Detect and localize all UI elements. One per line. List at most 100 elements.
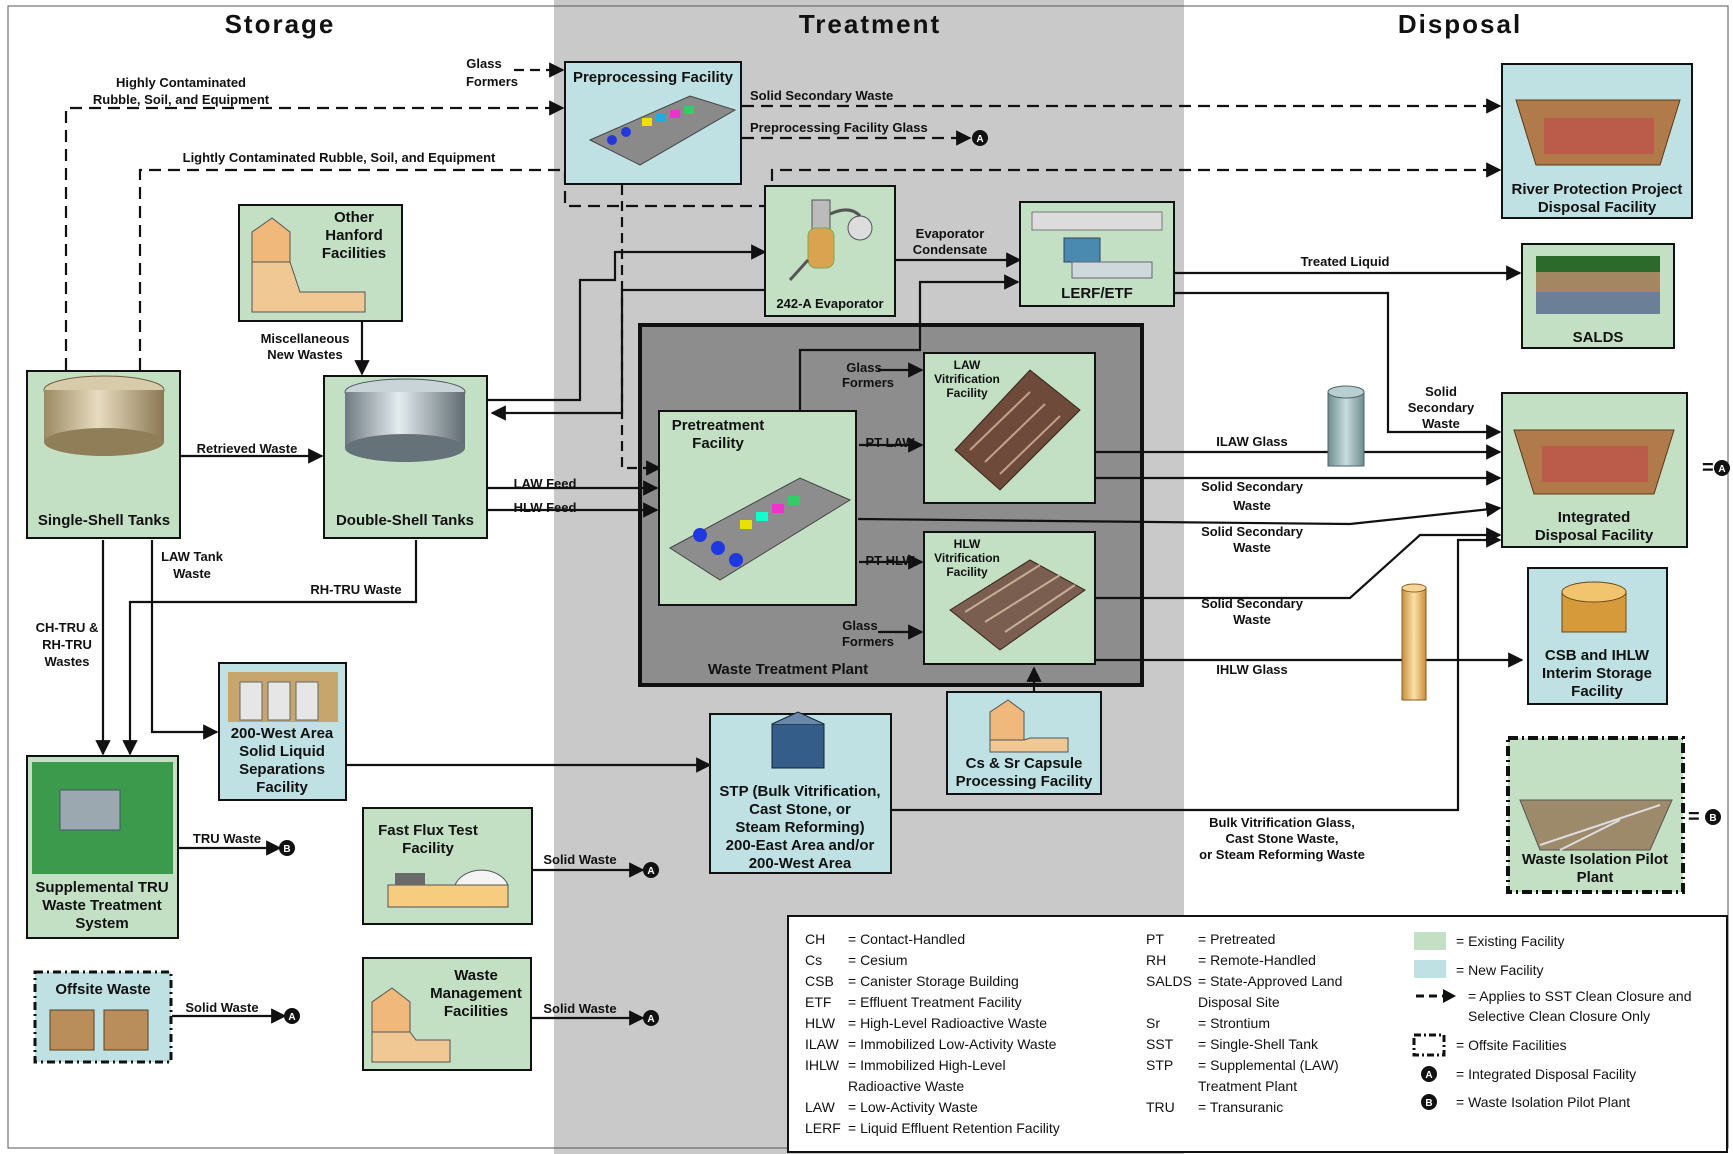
- svg-text:Formers: Formers: [466, 74, 518, 89]
- legend-abbr: Sr: [1146, 1015, 1160, 1031]
- other-hanford-line2: Hanford: [325, 227, 383, 244]
- rppdf-line2: Disposal Facility: [1538, 199, 1657, 216]
- legend-definition: = Immobilized Low-Activity Waste: [848, 1036, 1057, 1052]
- svg-text:Solid Secondary Waste: Solid Secondary Waste: [750, 88, 893, 103]
- pretreatment-facility-box: Pretreatment Facility: [658, 410, 857, 606]
- pretreatment-line1: Pretreatment: [672, 417, 765, 434]
- svg-text:A: A: [647, 1014, 654, 1025]
- legend-abbr: TRU: [1146, 1099, 1175, 1115]
- legend-existing: = Existing Facility: [1456, 933, 1565, 949]
- supplemental-tru-box: Supplemental TRU Waste Treatment System: [26, 755, 179, 939]
- cs-sr-line1: Cs & Sr Capsule: [966, 755, 1083, 772]
- double-shell-tanks-box: Double-Shell Tanks: [323, 375, 488, 539]
- fftf-line1: Fast Flux Test: [378, 822, 478, 839]
- svg-text:Waste: Waste: [1233, 612, 1271, 627]
- stp-line2: Cast Stone, or: [749, 801, 851, 818]
- law-vit-line1: LAW: [954, 358, 981, 372]
- svg-text:LAW Tank: LAW Tank: [161, 549, 224, 564]
- svg-text:Preprocessing Facility Glass: Preprocessing Facility Glass: [750, 120, 928, 135]
- svg-text:Formers: Formers: [842, 375, 894, 390]
- tru-line2: Waste Treatment: [42, 897, 161, 914]
- offsite-label: Offsite Waste: [55, 981, 150, 998]
- svg-text:Solid Waste: Solid Waste: [543, 852, 616, 867]
- west-area-line4: Facility: [256, 779, 308, 796]
- west-area-line1: 200-West Area: [231, 725, 334, 742]
- legend-idf: = Integrated Disposal Facility: [1456, 1066, 1636, 1082]
- evaporator-box: 242-A Evaporator: [764, 185, 896, 317]
- legend-abbr: LAW: [805, 1099, 836, 1115]
- integrated-disposal-facility-box: Integrated Disposal Facility: [1501, 392, 1688, 548]
- lerf-etf-label: LERF/ETF: [1061, 285, 1133, 302]
- svg-text:Cast Stone Waste,: Cast Stone Waste,: [1226, 831, 1339, 846]
- svg-text:Waste: Waste: [1422, 416, 1460, 431]
- other-hanford-line1: Other: [334, 209, 374, 226]
- svg-text:Wastes: Wastes: [44, 654, 89, 669]
- legend-abbr: ILAW: [805, 1036, 839, 1052]
- svg-text:LAW Feed: LAW Feed: [514, 476, 577, 491]
- preprocessing-label: Preprocessing Facility: [573, 69, 734, 86]
- legend-abbr: STP: [1146, 1057, 1173, 1073]
- wipp-equals: =: [1688, 806, 1700, 828]
- offsite-waste-box: Offsite Waste: [33, 970, 173, 1064]
- svg-text:A: A: [647, 866, 654, 877]
- svg-text:Solid Secondary: Solid Secondary: [1201, 479, 1304, 494]
- csb-line1: CSB and IHLW: [1545, 647, 1650, 664]
- other-hanford-facilities-box: Other Hanford Facilities: [238, 204, 403, 322]
- svg-text:Solid Waste: Solid Waste: [543, 1001, 616, 1016]
- svg-text:A: A: [1425, 1070, 1432, 1081]
- svg-text:Treated Liquid: Treated Liquid: [1301, 254, 1390, 269]
- svg-text:Glass: Glass: [846, 360, 881, 375]
- wtp-label: Waste Treatment Plant: [708, 661, 868, 678]
- header-disposal: Disposal: [1398, 9, 1522, 39]
- csb-ihlw-box: CSB and IHLW Interim Storage Facility: [1527, 567, 1668, 705]
- legend-abbr: CH: [805, 931, 825, 947]
- legend-col3: = Existing Facility = New Facility = App…: [1412, 932, 1692, 1110]
- svg-text:RH-TRU: RH-TRU: [42, 637, 92, 652]
- hlw-vitrification-box: HLW Vitrification Facility: [923, 531, 1096, 665]
- svg-text:A: A: [288, 1012, 295, 1023]
- law-vit-line3: Facility: [946, 386, 988, 400]
- flow-markers: A B A A A: [279, 130, 988, 1026]
- other-hanford-line3: Facilities: [322, 245, 386, 262]
- legend-definition: Disposal Site: [1198, 994, 1280, 1010]
- idf-marker-a: A: [1714, 460, 1730, 476]
- svg-text:A: A: [976, 134, 983, 145]
- fftf-line2: Facility: [402, 840, 454, 857]
- wm-line3: Facilities: [444, 1003, 508, 1020]
- svg-text:A: A: [1718, 464, 1725, 475]
- legend-abbr: HLW: [805, 1015, 836, 1031]
- stp-line5: 200-West Area: [749, 855, 852, 872]
- svg-text:IHLW Glass: IHLW Glass: [1216, 662, 1288, 677]
- single-shell-tanks-box: Single-Shell Tanks: [26, 370, 181, 539]
- flow-labels: Glass Formers Highly Contaminated Rubble…: [36, 56, 1475, 1016]
- sst-label: Single-Shell Tanks: [38, 512, 170, 529]
- csb-line2: Interim Storage: [1542, 665, 1652, 682]
- tru-line3: System: [75, 915, 128, 932]
- svg-text:B: B: [1425, 1098, 1432, 1109]
- wipp-box: Waste Isolation Pilot Plant: [1506, 736, 1685, 894]
- csb-line3: Facility: [1571, 683, 1623, 700]
- legend-definition: = Canister Storage Building: [848, 973, 1019, 989]
- pretreatment-line2: Facility: [692, 435, 744, 452]
- legend-sst-closure-2: Selective Clean Closure Only: [1468, 1008, 1650, 1024]
- legend-sst-closure-1: = Applies to SST Clean Closure and: [1468, 988, 1692, 1004]
- svg-text:Retrieved Waste: Retrieved Waste: [197, 441, 298, 456]
- svg-text:Glass: Glass: [842, 618, 877, 633]
- svg-text:Formers: Formers: [842, 634, 894, 649]
- wipp-line1: Waste Isolation Pilot: [1522, 851, 1668, 868]
- svg-text:Solid Waste: Solid Waste: [185, 1000, 258, 1015]
- law-vitrification-box: LAW Vitrification Facility: [923, 352, 1096, 504]
- stp-box: STP (Bulk Vitrification, Cast Stone, or …: [709, 711, 892, 874]
- svg-text:or Steam Reforming Waste: or Steam Reforming Waste: [1199, 847, 1365, 862]
- salds-label: SALDS: [1573, 329, 1624, 346]
- cs-sr-capsule-box: Cs & Sr Capsule Processing Facility: [946, 691, 1102, 795]
- legend-definition: = Pretreated: [1198, 931, 1275, 947]
- legend-definition: = Single-Shell Tank: [1198, 1036, 1319, 1052]
- wm-line1: Waste: [454, 967, 498, 984]
- legend-swatch-new: [1414, 960, 1446, 978]
- legend-definition: = Liquid Effluent Retention Facility: [848, 1120, 1060, 1136]
- legend-abbr: SST: [1146, 1036, 1174, 1052]
- legend-definition: = Supplemental (LAW): [1198, 1057, 1339, 1073]
